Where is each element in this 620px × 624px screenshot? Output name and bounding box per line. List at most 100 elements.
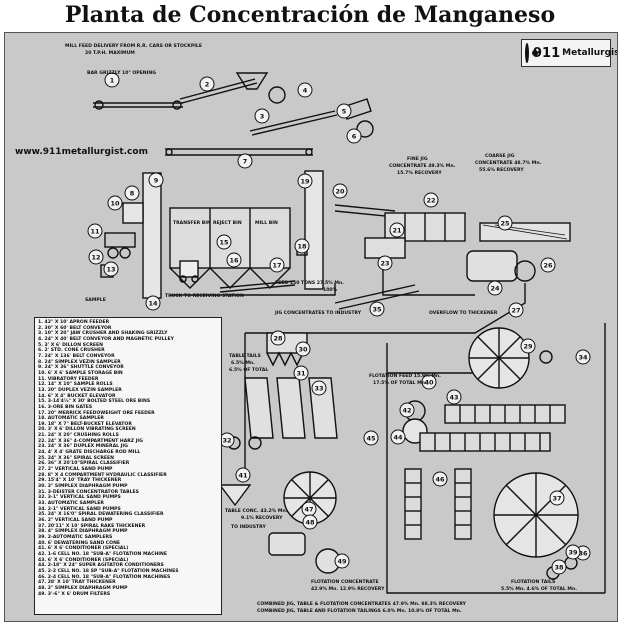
callout-19: 19 (300, 178, 310, 186)
legend-item: 22. 24" X 36" 4-COMPARTMENT HARZ JIG (38, 438, 143, 444)
label-fine-jig-rec: 15.7% RECOVERY (397, 170, 442, 176)
callout-42: 42 (402, 407, 411, 415)
legend-item: 3. 10" X 20" JAW CRUSHER AND SHAKING GRI… (38, 331, 168, 337)
callout-16: 16 (229, 257, 239, 265)
legend-item: 9. 24" X 36" SHUTTLE CONVEYOR (38, 365, 124, 371)
legend-item: 36. 2" VERTICAL SAND PUMP (38, 517, 113, 523)
callout-24: 24 (490, 285, 500, 293)
legend-item: 45. 2-2 CELL NO. 18 SP "SUB-A" FLOTATION… (38, 568, 179, 574)
label-combined-conc: COMBINED JIG, TABLE & FLOTATION CONCENTR… (257, 601, 467, 607)
callout-7: 7 (243, 158, 248, 166)
legend-item: 8. 24" SIMPLEX VEZIN SAMPLER (38, 359, 121, 365)
label-reject-bin: REJECT BIN (213, 220, 242, 226)
callout-28: 28 (273, 335, 283, 343)
legend-item: 25. 24" X 36" SPIRAL SCREEN (38, 455, 114, 461)
callout-43: 43 (449, 394, 458, 402)
label-sample: SAMPLE (85, 297, 106, 303)
page-title: Planta de Concentración de Manganeso (64, 2, 556, 28)
label-coarse-jig-conc: CONCENTRATE 48.7% Mn. (475, 160, 542, 166)
legend-item: 47. 28' X 10' TRAY THICKENER (38, 580, 116, 586)
callout-6: 6 (352, 133, 357, 141)
callout-40: 40 (424, 379, 434, 387)
legend-item: 20. 3' X 6' DILLON VIBRATING SCREEN (38, 427, 136, 433)
label-flot-tails-val: 5.5% Mn. 4.6% OF TOTAL Mn. (501, 586, 577, 592)
legend-item: 33. AUTOMATIC SAMPLER (38, 501, 104, 506)
legend-item: 18. AUTOMATIC SAMPLER (38, 416, 104, 422)
callout-33: 33 (314, 385, 323, 393)
label-table-tails-mn: 6.5% Mn. (231, 360, 255, 366)
callout-17: 17 (272, 262, 281, 270)
label-flot-conc: FLOTATION CONCENTRATE (311, 579, 379, 585)
callout-8: 8 (130, 190, 135, 198)
label-table-tails: TABLE TAILS (229, 353, 261, 359)
legend-item: 42. 1-6 CELL NO. 18 "SUB-A" FLOTATION MA… (38, 551, 167, 557)
legend-item: 38. 4" SIMPLEX DIAPHRAGM PUMP (38, 529, 128, 535)
callout-23: 23 (380, 260, 389, 268)
legend-item: 46. 2-4 CELL NO. 18 "SUB-A" FLOTATION MA… (38, 574, 171, 580)
legend-item: 2. 30" X 60' BELT CONVEYOR (38, 325, 112, 331)
callout-13: 13 (106, 266, 115, 274)
legend-item: 49. 3'-6" X 6' DRUM FILTERS (38, 591, 111, 597)
callout-9: 9 (154, 177, 159, 185)
callout-46: 46 (435, 476, 445, 484)
label-transfer-bin: TRANSFER BIN (173, 220, 211, 226)
callout-45: 45 (366, 435, 376, 443)
callout-41: 41 (238, 472, 248, 480)
label-flot-tails: FLOTATION TAILS (511, 579, 555, 585)
legend-item: 27. 2" VERTICAL SAND PUMP (38, 467, 113, 473)
logo-name: Metallurgist (562, 48, 618, 58)
legend-item: 7. 24" X 136' BELT CONVEYOR (38, 353, 115, 359)
callout-32: 32 (222, 437, 231, 445)
legend-item: 21. 24" X 20" CRUSHING ROLLS (38, 433, 119, 439)
label-fine-jig-conc: CONCENTRATE 49.3% Mn. (389, 163, 456, 169)
label-mill-feed: MILL FEED DELIVERY FROM R.R. CARS OR STO… (65, 43, 202, 49)
callout-48: 48 (305, 519, 315, 527)
legend-item: 6. 2' STD. CONE CRUSHER (38, 348, 105, 354)
callout-3: 3 (260, 113, 265, 121)
legend-item: 29. 15'4" X 10' TRAY THICKENER (38, 478, 122, 484)
legend-item: 5. 3' X 6' DILLON SCREEN (38, 342, 103, 348)
legend-item: 32. 3-1" VERTICAL SAND PUMPS (38, 495, 121, 501)
legend-item: 15. 3-14'4½" X 30' BOLTED STEEL ORE BINS (38, 399, 151, 405)
callout-22: 22 (426, 197, 435, 205)
flowsheet-panel: 1 2 3 4 5 6 7 8 9 10 11 12 13 14 15 16 1… (4, 32, 618, 622)
callout-44: 44 (393, 434, 403, 442)
legend-item: 26. 36" X 20'10"SPIRAL CLASSIFIER (38, 461, 130, 467)
callout-1: 1 (110, 77, 115, 85)
legend-item: 10. 6' X 6' SAMPLE STORAGE BIN (38, 370, 123, 376)
callout-38: 38 (554, 564, 564, 572)
label-fine-jig: FINE JIG (407, 156, 428, 162)
legend-item: 23. 24" X 36" DUPLEX MINERAL JIG (38, 444, 128, 450)
label-table-conc-rec: 9.1% RECOVERY (241, 515, 283, 521)
legend-item: 11. VIBRATORY FEEDER (38, 376, 99, 382)
callout-30: 30 (298, 346, 308, 354)
brand-logo: 911 Metallurgist (521, 39, 617, 67)
gear-logo-icon (525, 43, 538, 63)
callout-4: 4 (303, 87, 308, 95)
callout-12: 12 (91, 254, 100, 262)
callout-2: 2 (205, 81, 210, 89)
legend-item: 43. 6' X 6' CONDITIONER (SPECIAL) (38, 557, 129, 563)
legend-item: 41. 6' X 6' CONDITIONER (SPECIAL) (38, 546, 129, 552)
label-tph: 20 T.P.H. MAXIMUM (85, 50, 135, 56)
callout-36: 36 (578, 550, 588, 558)
legend-item: 4. 24" X 40' BELT CONVEYOR AND MAGNETIC … (38, 336, 174, 342)
callout-39: 39 (568, 549, 578, 557)
label-grizzly: BAR GRIZZLY 10" OPENING (87, 70, 156, 76)
callout-20: 20 (335, 188, 345, 196)
label-combined-tails: COMBINED JIG, TABLE AND FLOTATION TAILIN… (257, 608, 462, 614)
legend-item: 24. 4' X 4' GRATE DISCHARGE ROD MILL (38, 450, 141, 456)
legend-item: 1. 42" X 10' APRON FEEDER (38, 320, 110, 325)
label-coarse-jig: COARSE JIG (485, 153, 515, 159)
callout-27: 27 (511, 307, 520, 315)
label-table-conc: TABLE CONC. 43.2% Mn. (225, 508, 288, 514)
callout-31: 31 (296, 370, 306, 378)
callout-25: 25 (500, 220, 510, 228)
callout-35: 35 (372, 306, 382, 314)
label-jig-to-industry: JIG CONCENTRATES TO INDUSTRY (274, 310, 362, 316)
legend-item: 13. 20" DUPLEX VEZIN SAMPLER (38, 387, 122, 393)
label-feed-150: FEED 150 TONS 27.5% Mn. (275, 280, 344, 286)
label-mill-bin: MILL BIN (255, 220, 278, 226)
legend-item: 48. 2" SIMPLEX DIAPHRAGM PUMP (38, 585, 128, 591)
